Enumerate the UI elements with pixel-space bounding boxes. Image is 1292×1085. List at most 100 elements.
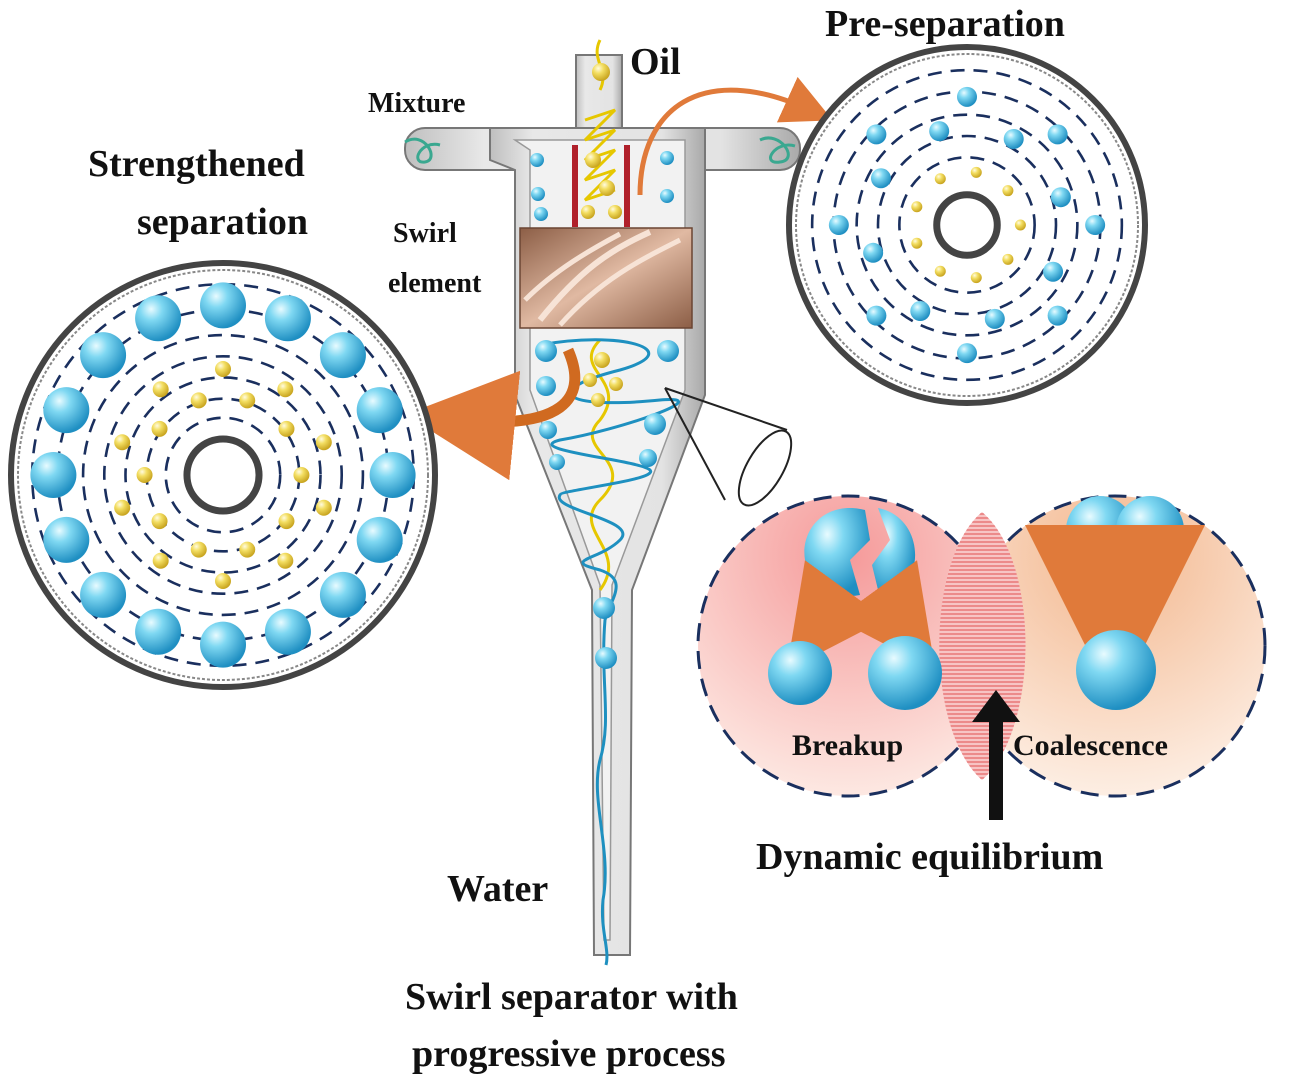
water-droplet	[369, 452, 416, 498]
flow-ring	[898, 156, 1036, 294]
breakup-droplet-1	[768, 641, 832, 705]
water-droplet	[1047, 124, 1068, 145]
oil-droplet	[114, 499, 131, 516]
arrow-to-pre-separation	[637, 76, 833, 196]
label-strengthened-line1: Strengthened	[88, 143, 305, 185]
caption-line2: progressive process	[412, 1033, 726, 1075]
oil-droplet	[278, 513, 295, 530]
flow-ring	[855, 113, 1079, 337]
oil-droplet	[1014, 219, 1026, 231]
label-coalescence: Coalescence	[1013, 729, 1168, 762]
water-droplet	[43, 387, 90, 434]
oil-droplet	[278, 420, 295, 437]
water-droplet	[957, 86, 977, 107]
label-element: element	[388, 268, 482, 299]
water-droplet	[356, 387, 403, 434]
oil-droplet	[151, 420, 168, 437]
oil-droplet	[934, 265, 946, 277]
breakup-droplet-2	[868, 636, 942, 710]
coalescing-droplet-b	[1116, 496, 1184, 564]
oil-droplet	[315, 499, 332, 516]
oil-droplet	[293, 467, 310, 483]
label-swirl: Swirl	[393, 218, 457, 249]
oil-droplet	[190, 541, 207, 558]
inner-wall	[17, 269, 429, 681]
oil-droplet	[136, 467, 153, 483]
water-droplet	[319, 332, 366, 379]
water-droplet	[200, 621, 246, 668]
breakup-coalescence-panel	[696, 494, 1267, 820]
oil-droplet	[934, 173, 946, 185]
water-droplet	[866, 305, 887, 326]
water-droplet	[200, 282, 246, 329]
water-droplet	[135, 295, 182, 342]
oil-droplet	[114, 434, 131, 451]
water-droplet	[1003, 128, 1024, 149]
oil-droplet	[315, 434, 332, 451]
oil-droplet	[152, 381, 169, 398]
water-droplet	[929, 121, 950, 142]
flow-ring	[876, 134, 1058, 316]
label-dynamic-equilibrium: Dynamic equilibrium	[756, 836, 1104, 878]
oil-droplet	[239, 392, 256, 409]
inner-wall	[795, 53, 1139, 397]
oil-droplet	[190, 392, 207, 409]
oil-droplet	[152, 552, 169, 569]
flow-ring	[81, 333, 365, 617]
equilibrium-arrow-head	[972, 690, 1020, 722]
core-tube	[933, 191, 1001, 259]
label-pre-separation: Pre-separation	[825, 3, 1065, 45]
water-droplet	[1043, 261, 1064, 282]
water-droplet	[957, 343, 977, 364]
label-oil: Oil	[630, 41, 681, 83]
flow-ring	[810, 68, 1124, 382]
pre-separation-cross-section	[786, 44, 1148, 406]
water-droplet	[1085, 215, 1106, 235]
oil-droplet	[151, 513, 168, 530]
water-droplet	[135, 608, 182, 655]
oil-droplet	[277, 552, 294, 569]
flow-ring	[102, 354, 344, 596]
water-droplet	[43, 516, 90, 563]
label-water: Water	[447, 868, 549, 910]
water-droplet	[1047, 305, 1068, 326]
caption-line1: Swirl separator with	[405, 976, 738, 1018]
label-mixture: Mixture	[368, 88, 466, 119]
arrow-to-strengthened	[405, 347, 581, 481]
breakup-arrow-left	[786, 560, 886, 671]
water-droplet	[80, 332, 127, 379]
core-tube	[183, 435, 263, 515]
oil-droplet	[1002, 185, 1014, 197]
separator-droplets	[530, 63, 679, 669]
water-droplet	[30, 452, 77, 498]
oil-droplet	[970, 166, 982, 178]
water-droplet	[984, 308, 1005, 329]
strengthened-separation-cross-section	[8, 260, 438, 690]
label-breakup: Breakup	[792, 729, 904, 762]
magnifier-cone	[664, 387, 793, 507]
breakup-arrow-right	[836, 560, 936, 671]
water-droplet	[863, 242, 884, 263]
water-droplet	[828, 215, 849, 235]
water-droplet	[264, 295, 311, 342]
oil-droplet	[1002, 253, 1014, 265]
water-droplet	[870, 168, 891, 189]
oil-droplet	[239, 541, 256, 558]
oil-droplet	[277, 381, 294, 398]
water-droplet	[319, 571, 366, 618]
oil-droplet	[911, 201, 923, 213]
water-droplet	[264, 608, 311, 655]
flow-ring	[164, 416, 282, 534]
water-droplet	[1050, 187, 1071, 208]
flow-ring	[124, 376, 322, 574]
oil-droplet	[970, 272, 982, 284]
water-droplet	[356, 516, 403, 563]
oil-droplet	[215, 361, 231, 377]
label-strengthened-line2: separation	[137, 201, 308, 243]
separator-body	[404, 39, 801, 966]
water-droplet	[910, 301, 931, 322]
water-droplet	[80, 571, 127, 618]
oil-droplet	[215, 573, 231, 589]
water-droplet	[866, 124, 887, 145]
